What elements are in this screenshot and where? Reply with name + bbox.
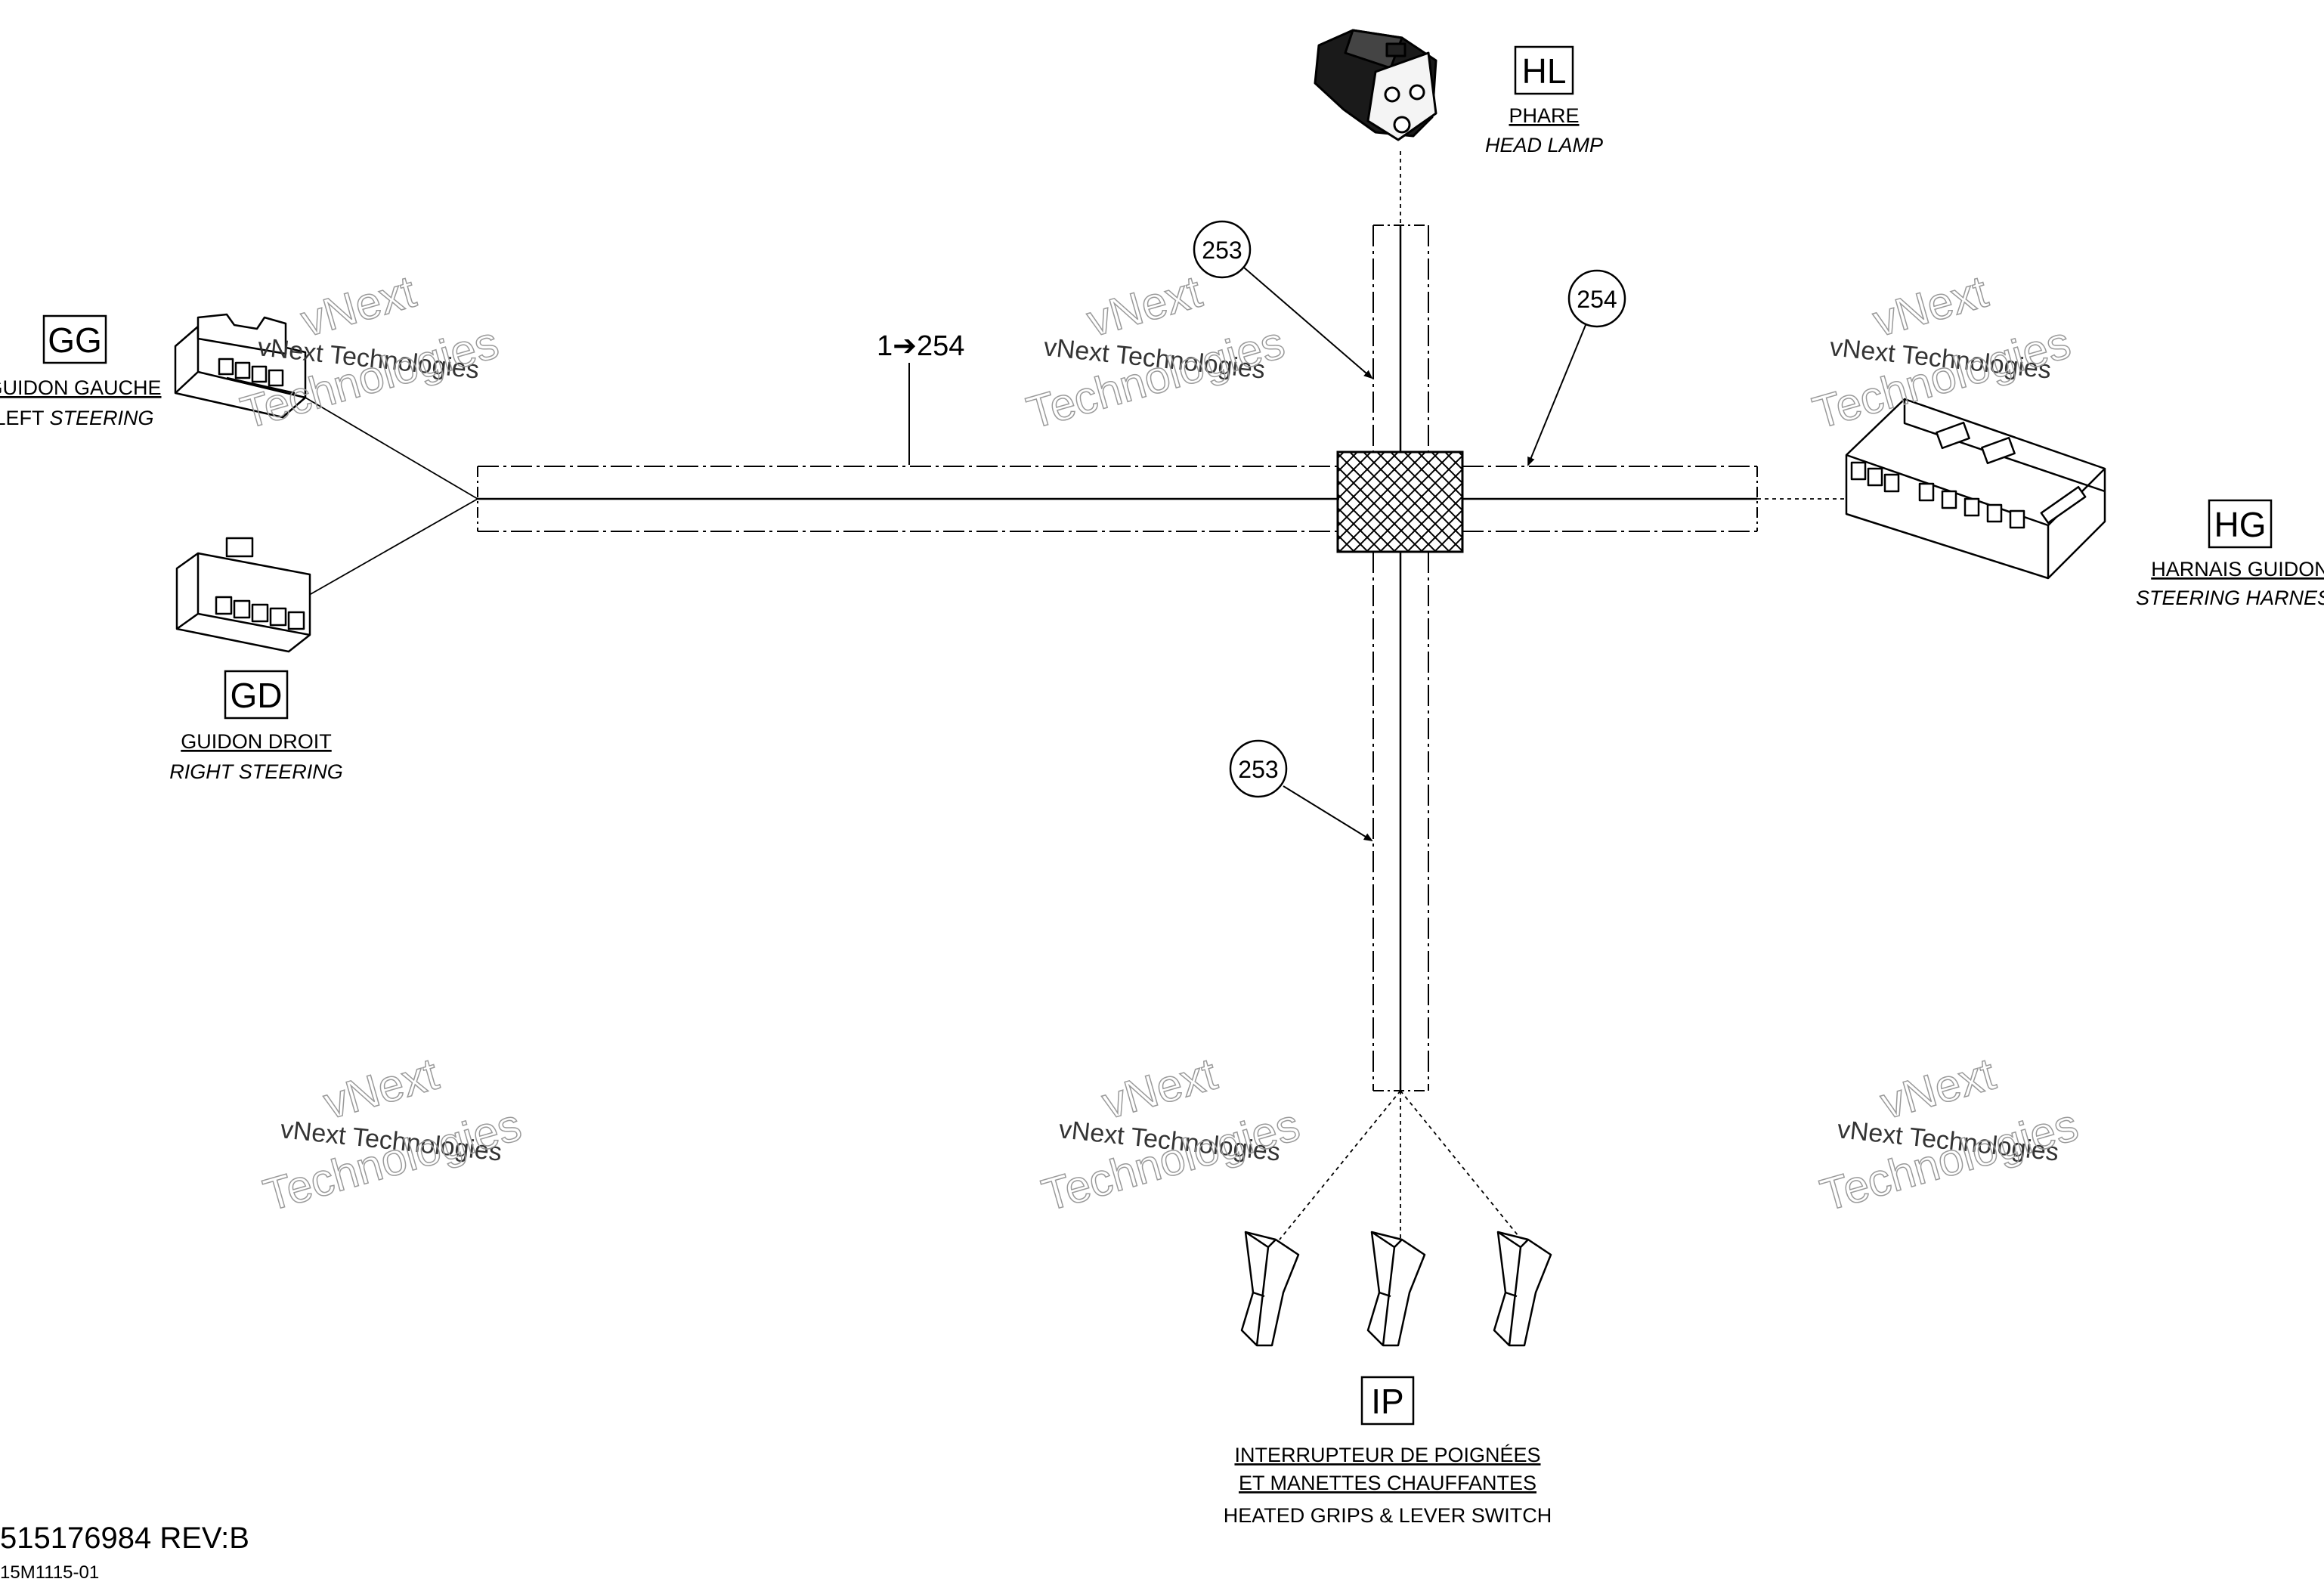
gg-code: GG [48, 320, 102, 360]
callout-254-label: 254 [1577, 286, 1617, 313]
junction-block [1336, 450, 1464, 553]
hg-code: HG [2214, 505, 2267, 544]
callout-253-bottom-label: 253 [1238, 756, 1278, 783]
callout-254: 254 [1527, 269, 1626, 466]
watermark-outline-1: vNext [1875, 1048, 2001, 1129]
gg-label-en: LEFT STEERING [0, 407, 154, 429]
footer: 515176984 REV:B 15M1115-01 [0, 1522, 249, 1582]
gg-lead [305, 397, 478, 500]
main-horizontal-trunk [477, 466, 1339, 532]
gd-lead [305, 498, 478, 598]
callout-253-top-label: 253 [1202, 237, 1242, 264]
ip-lead-left [1279, 1090, 1401, 1240]
watermark-bottom-center: vNext Technologies vNext Technologies [1036, 1048, 1306, 1221]
watermark-outline-1: vNext [296, 266, 421, 347]
hg-label-fr: HARNAIS GUIDON [2151, 558, 2324, 580]
ip-label-group: IP INTERRUPTEUR DE POIGNÉES ET MANETTES … [1224, 1376, 1552, 1527]
callouts: 253 254 253 1➔254 [877, 220, 1626, 842]
ip-label-en: HEATED GRIPS & LEVER SWITCH [1224, 1504, 1552, 1527]
ip-lead-right [1400, 1090, 1522, 1240]
hl-label-group: HL PHARE HEAD LAMP [1485, 45, 1603, 156]
bottom-trunk [1372, 552, 1429, 1091]
callout-253-bottom: 253 [1229, 739, 1373, 842]
gd-code: GD [231, 676, 283, 715]
gg-label-group: GG GUIDON GAUCHE LEFT STEERING [0, 314, 162, 429]
ip-label-fr-2: ET MANETTES CHAUFFANTES [1239, 1472, 1536, 1494]
hl-label-fr: PHARE [1509, 104, 1579, 127]
drawing-id: 15M1115-01 [0, 1562, 99, 1582]
headlamp-connector-icon [1314, 29, 1437, 141]
watermark-outline-1: vNext [1868, 266, 1993, 347]
ip-code: IP [1371, 1382, 1403, 1421]
left-steering-connector-icon [174, 313, 307, 419]
watermark-top-center: vNext Technologies vNext Technologies [1021, 265, 1291, 439]
range-callout-label: 1➔254 [877, 330, 964, 362]
hl-code: HL [1522, 51, 1567, 91]
right-steering-connector-icon [175, 537, 311, 653]
callout-253-top: 253 [1193, 220, 1373, 379]
gd-label-fr: GUIDON DROIT [181, 730, 332, 753]
watermark-outline-1: vNext [318, 1048, 444, 1129]
watermark-bottom-left: vNext Technologies vNext Technologies [258, 1048, 528, 1221]
ip-label-fr-1: INTERRUPTEUR DE POIGNÉES [1234, 1444, 1540, 1466]
gd-label-en: RIGHT STEERING [169, 760, 343, 783]
watermark-outline-1: vNext [1082, 266, 1207, 347]
heated-grips-connector-left-icon [1240, 1231, 1300, 1347]
watermark-top-left: vNext Technologies vNext Technologies [235, 265, 505, 439]
watermarks: vNext Technologies vNext Technologies vN… [235, 265, 2084, 1221]
gd-label-group: GD GUIDON DROIT RIGHT STEERING [169, 670, 343, 783]
gg-label-fr: GUIDON GAUCHE [0, 376, 162, 399]
right-trunk [1462, 466, 1758, 532]
range-callout: 1➔254 [877, 330, 964, 465]
part-number: 515176984 REV:B [0, 1522, 249, 1555]
top-trunk [1372, 224, 1429, 452]
hg-label-en: STEERING HARNESS [2136, 587, 2324, 609]
heated-grips-connector-right-icon [1493, 1231, 1552, 1347]
heated-grips-connector-center-icon [1366, 1231, 1426, 1347]
steering-harness-connector-icon [1845, 398, 2106, 580]
harness-trunks [477, 224, 1758, 1091]
watermark-outline-1: vNext [1097, 1048, 1222, 1129]
hg-label-group: HG HARNAIS GUIDON STEERING HARNESS [2136, 499, 2324, 609]
watermark-bottom-right: vNext Technologies vNext Technologies [1815, 1048, 2084, 1221]
hl-label-en: HEAD LAMP [1485, 134, 1603, 156]
breakout-leads [305, 151, 1846, 1240]
